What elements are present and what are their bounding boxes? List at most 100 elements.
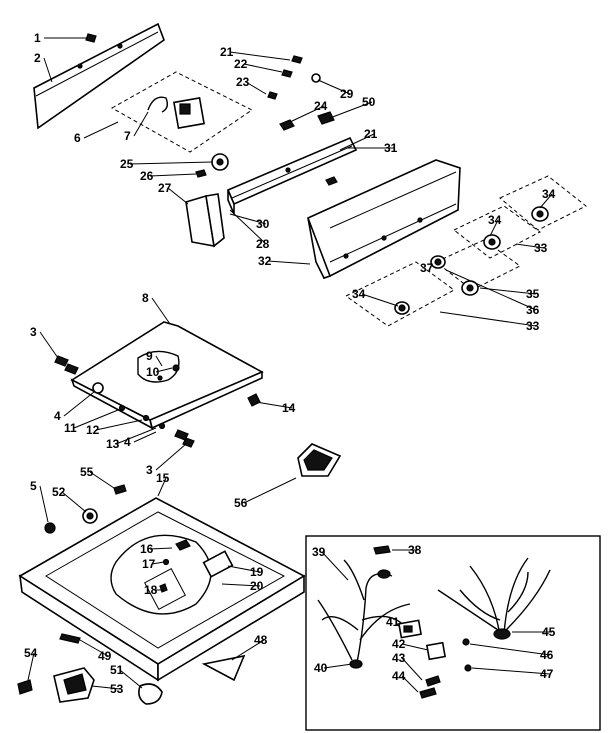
leader-line (39, 485, 49, 523)
leader-line (231, 639, 265, 661)
callout-label: 24 (314, 99, 328, 113)
wiring-harness-left (317, 559, 411, 669)
callout-label: 16 (140, 542, 154, 556)
leader-line (91, 685, 121, 690)
leader-line (539, 193, 553, 209)
leader-line (429, 263, 433, 269)
callout-label: 5 (30, 479, 37, 493)
callout-label: 3 (30, 325, 37, 339)
callout-label: 55 (80, 465, 94, 479)
leader-line (79, 639, 109, 657)
leader-line (39, 331, 59, 359)
callout-label: 45 (542, 625, 556, 639)
callout-label: 54 (24, 646, 38, 660)
callout-label: 30 (256, 217, 270, 231)
small-clip-26 (195, 169, 207, 178)
leader-line (167, 187, 189, 205)
rear-panel-plate (33, 22, 165, 130)
leader-line (63, 391, 95, 417)
leader-line (445, 269, 537, 311)
callout-label: 34 (352, 287, 366, 301)
leader-line (401, 675, 419, 693)
callout-label: 13 (106, 437, 120, 451)
callout-label: 32 (258, 254, 272, 268)
leader-line (155, 443, 187, 471)
callout-label: 23 (236, 75, 250, 89)
callout-label: 33 (526, 319, 540, 333)
leader-line (329, 101, 373, 119)
leader-line (157, 477, 167, 497)
control-console (307, 159, 461, 280)
callout-label: 48 (254, 633, 268, 647)
callout-label: 22 (234, 57, 248, 71)
callout-label: 1 (34, 31, 41, 45)
small-screws-group (267, 55, 338, 186)
leader-lines (27, 37, 553, 693)
leader-line (471, 667, 551, 675)
leader-line (155, 367, 173, 373)
callout-label: 20 (250, 579, 264, 593)
callout-label: 17 (142, 557, 156, 571)
callout-label: 19 (250, 565, 264, 579)
leader-line (339, 133, 375, 151)
callout-label: 41 (386, 615, 400, 629)
leader-line (243, 477, 297, 504)
callout-label: 38 (408, 543, 422, 557)
leader-line (395, 621, 401, 629)
dispenser-cup (297, 443, 342, 477)
leader-line (401, 657, 423, 681)
leader-line (289, 105, 325, 123)
leader-line (27, 652, 35, 681)
callout-label: 52 (52, 485, 66, 499)
leader-line (129, 161, 213, 165)
callout-label: 2 (34, 51, 41, 65)
knob-outline-right (345, 175, 587, 327)
leader-line (151, 561, 165, 565)
control-knobs (394, 206, 549, 315)
leader-line (361, 293, 399, 307)
leader-line (323, 663, 353, 669)
leader-line (133, 431, 157, 443)
callout-label: 3 (146, 463, 153, 477)
callout-label: 21 (364, 127, 378, 141)
callout-label: 21 (220, 45, 234, 59)
washer-top-cabinet (18, 497, 306, 682)
hinge-screws-3 (54, 355, 195, 448)
callout-label: 33 (534, 241, 548, 255)
leader-line (155, 355, 163, 367)
callout-label: 34 (488, 213, 502, 227)
callout-label: 53 (110, 682, 124, 696)
leader-line (489, 219, 499, 237)
callout-label: 14 (282, 401, 296, 415)
callout-label: 36 (526, 303, 540, 317)
bottom-small-parts (17, 633, 163, 705)
bracket-foot (185, 193, 225, 248)
leader-line (151, 297, 171, 325)
callout-label: 15 (156, 471, 170, 485)
leader-line (401, 643, 429, 651)
callout-label: 49 (98, 649, 112, 663)
leader-line (61, 491, 87, 513)
leader-line (95, 419, 143, 431)
selector-knob (211, 153, 229, 171)
leader-line (221, 583, 261, 587)
callout-label: 11 (64, 421, 77, 435)
callout-label: 50 (362, 95, 376, 109)
leader-line (133, 111, 149, 137)
callout-label: 39 (312, 545, 326, 559)
callout-label: 12 (86, 423, 100, 437)
callout-label: 31 (384, 141, 398, 155)
callout-label: 10 (146, 365, 160, 379)
leader-line (119, 669, 143, 689)
hinge-hardware (92, 382, 166, 430)
leader-line (115, 427, 157, 445)
callout-label: 27 (158, 181, 172, 195)
leader-line (149, 547, 173, 550)
lid-switch-14 (247, 393, 261, 407)
callout-label: 46 (540, 648, 554, 662)
triangle-bracket (201, 654, 246, 682)
callout-label: 44 (392, 669, 406, 683)
callout-label: 18 (144, 583, 158, 597)
